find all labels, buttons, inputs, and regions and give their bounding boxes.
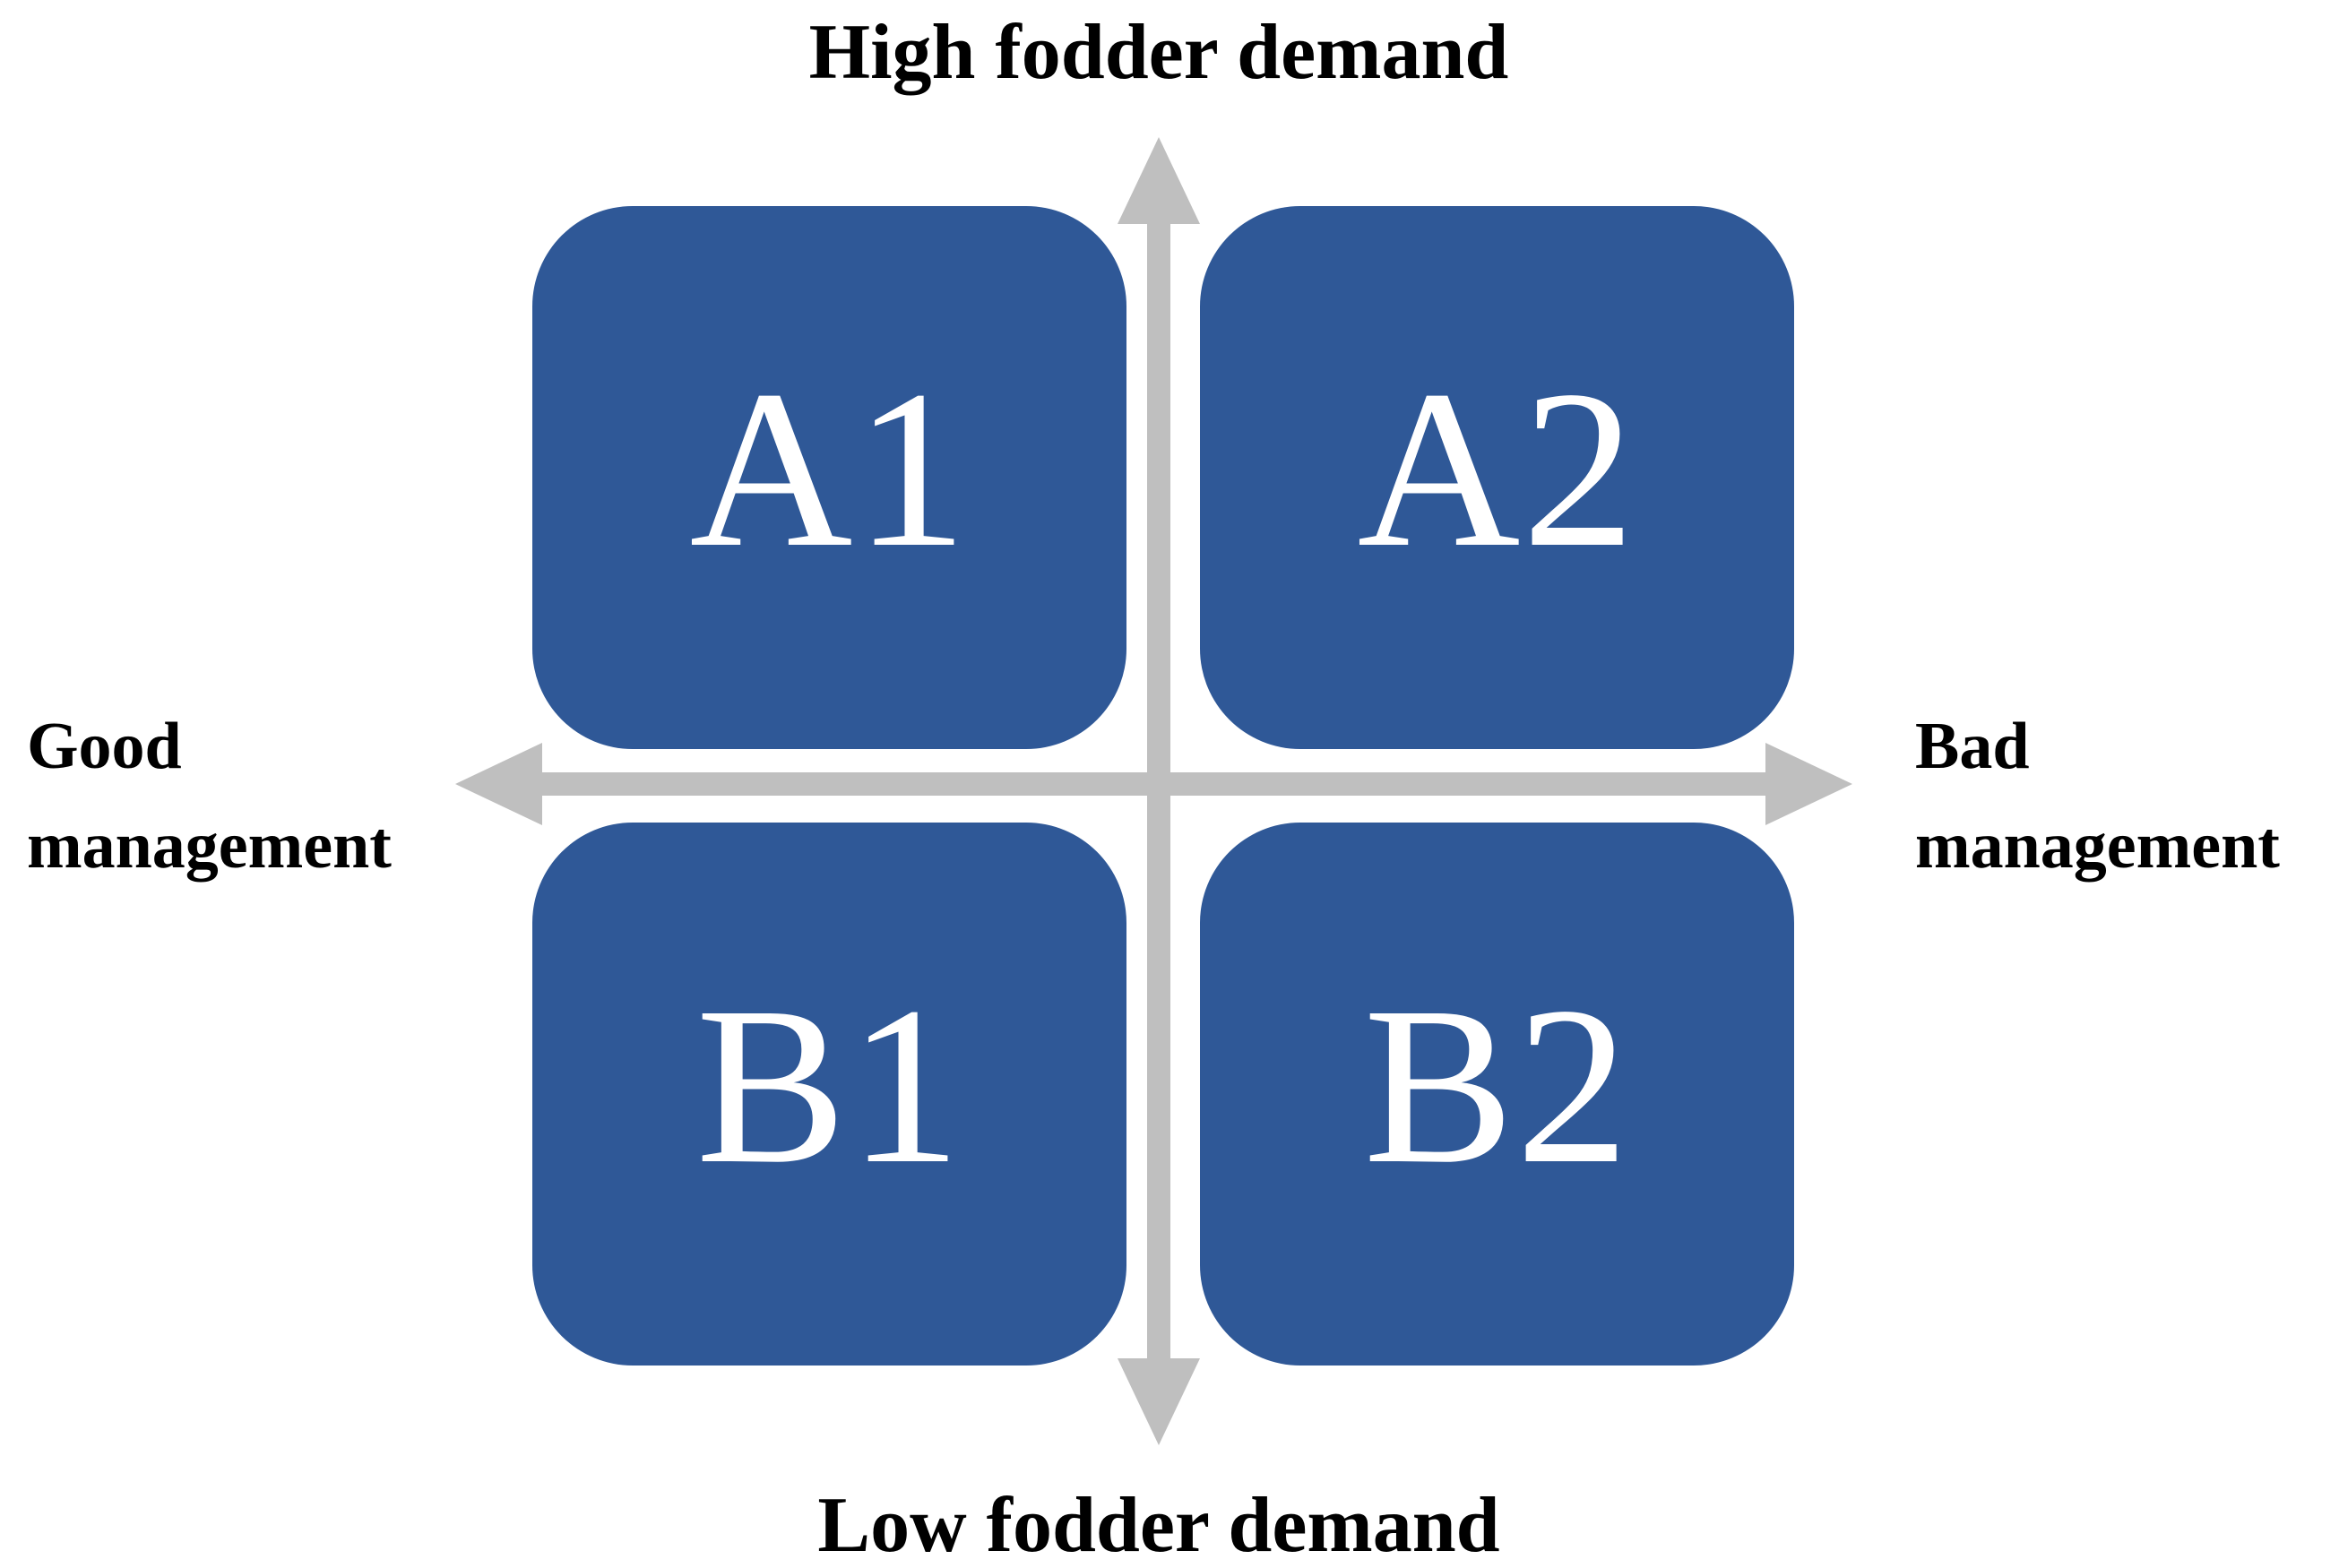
left-arrowhead-icon bbox=[455, 743, 542, 825]
axis-label-bad-management: Bad management bbox=[1915, 697, 2280, 896]
axis-label-bad-management-line2: management bbox=[1915, 809, 2280, 883]
quadrant-label-b2: B2 bbox=[1363, 960, 1631, 1210]
horizontal-axis-arrow bbox=[455, 743, 1852, 825]
axis-label-good-management-line1: Good bbox=[27, 710, 182, 783]
axis-label-good-management-line2: management bbox=[27, 809, 392, 883]
right-arrowhead-icon bbox=[1765, 743, 1852, 825]
horizontal-axis-shaft bbox=[538, 772, 1770, 796]
axis-label-bad-management-line1: Bad bbox=[1915, 710, 2030, 783]
quadrant-label-a2: A2 bbox=[1357, 343, 1637, 594]
quadrant-label-b1: B1 bbox=[695, 960, 963, 1210]
quadrant-box-a1: A1 bbox=[532, 206, 1126, 749]
axis-label-high-fodder-demand: High fodder demand bbox=[808, 9, 1509, 96]
quadrant-label-a1: A1 bbox=[689, 343, 970, 594]
quadrant-box-b1: B1 bbox=[532, 823, 1126, 1366]
quadrant-box-a2: A2 bbox=[1200, 206, 1794, 749]
up-arrowhead-icon bbox=[1118, 137, 1200, 224]
quadrant-box-b2: B2 bbox=[1200, 823, 1794, 1366]
down-arrowhead-icon bbox=[1118, 1358, 1200, 1445]
axis-label-low-fodder-demand: Low fodder demand bbox=[817, 1482, 1500, 1568]
axis-label-good-management: Good management bbox=[27, 697, 392, 896]
